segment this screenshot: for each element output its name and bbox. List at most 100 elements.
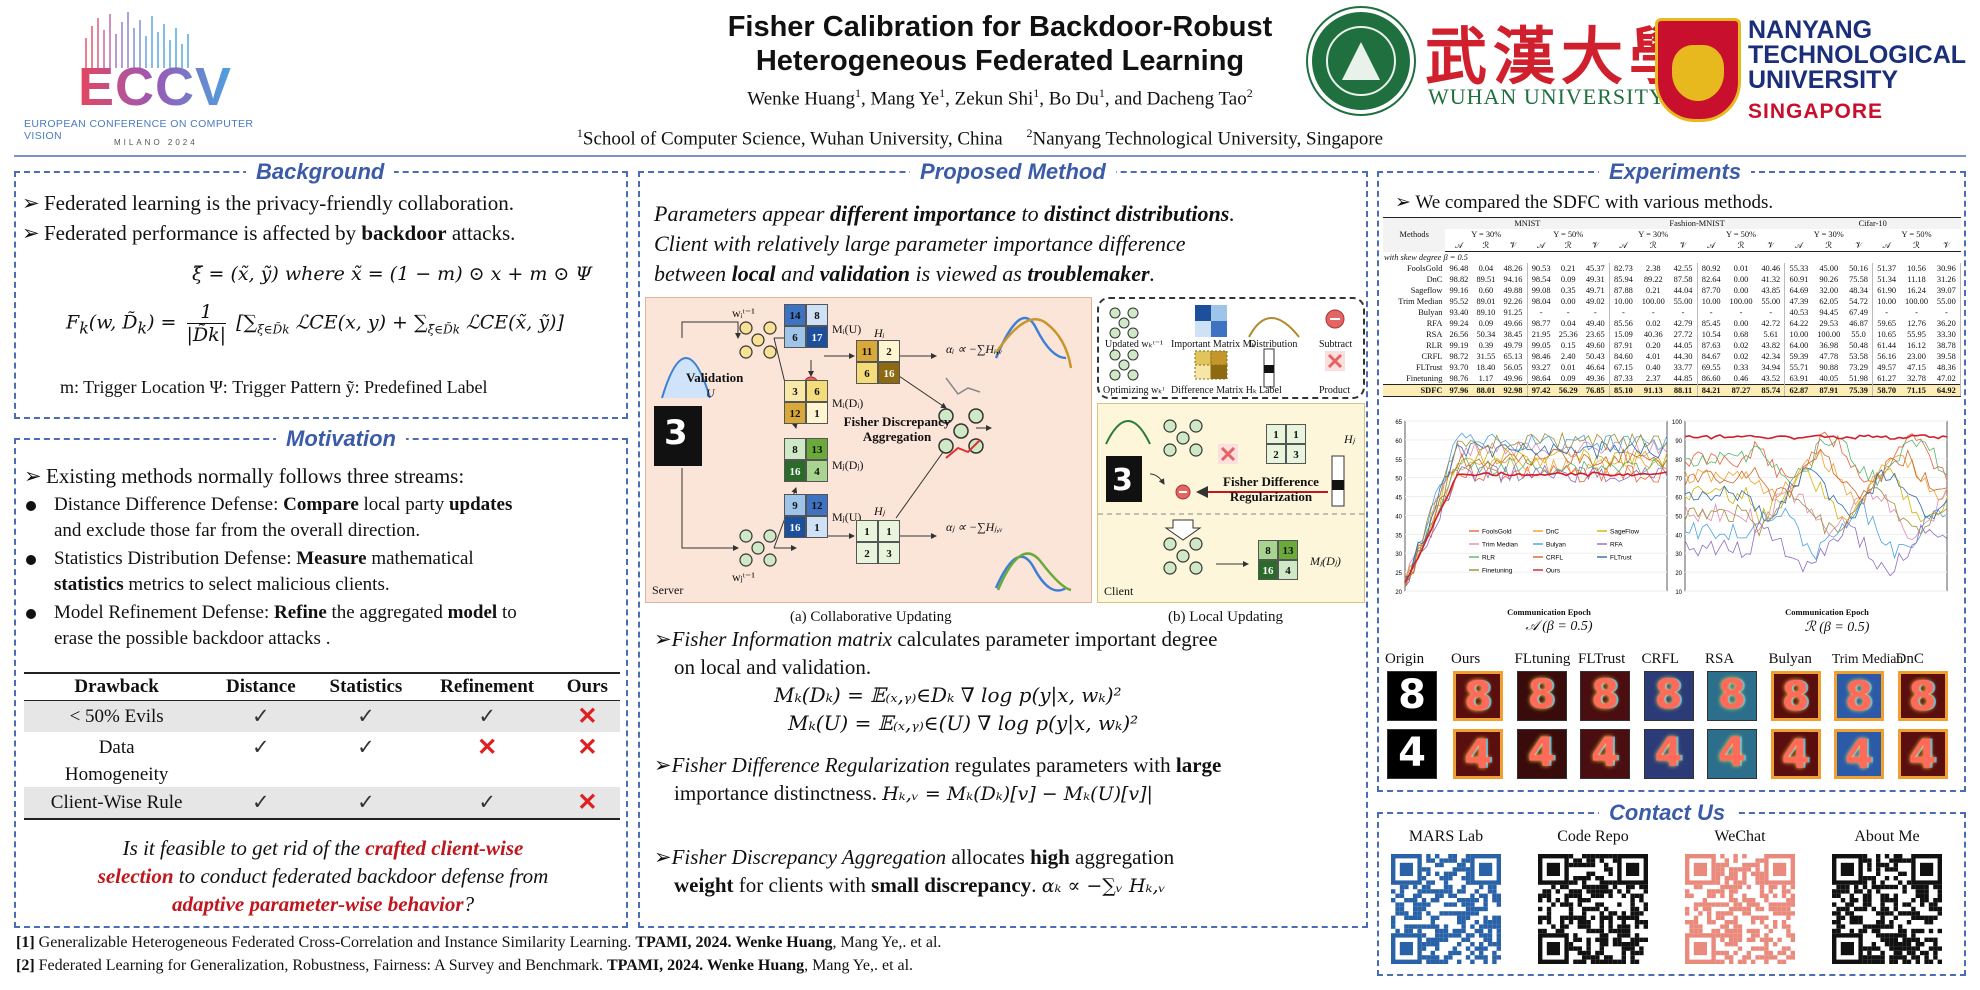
table-cell: 100.00	[1817, 330, 1841, 339]
author-affiliation-mark: 1	[1033, 86, 1040, 100]
metric-header: 𝒜	[1527, 240, 1555, 252]
table-cell: 64.22	[1789, 319, 1809, 328]
table-cell: 55.33	[1789, 264, 1809, 273]
table-cell: 50.48	[1844, 340, 1874, 351]
table-cell: 98.82	[1449, 275, 1469, 284]
qr-code-icon[interactable]	[1685, 854, 1795, 964]
motivation-title: Motivation	[276, 427, 406, 451]
table-cell: 23.00	[1907, 352, 1926, 361]
column-header: Refinement	[419, 672, 555, 701]
eq-fraction: 1 |D̃k|	[186, 301, 227, 346]
ratio-header: Υ = 30%	[1471, 230, 1502, 239]
intro-emphasis: local	[731, 261, 776, 286]
qr-code-icon[interactable]	[1538, 854, 1648, 964]
table-cell: ✓	[312, 732, 419, 763]
visualization-label: Trim Median	[1832, 651, 1904, 666]
table-cell: 61.27	[1877, 374, 1897, 383]
author-affiliation-mark: 2	[1246, 86, 1253, 100]
metric-header: 𝒱	[1581, 240, 1610, 252]
qr-code-icon[interactable]	[1832, 854, 1942, 964]
item-text: importance distinctness.	[674, 781, 883, 805]
dataset-header: Fashion-MNIST	[1609, 217, 1785, 229]
method-name: RLR	[1426, 341, 1443, 350]
qr-code-icon[interactable]	[1391, 854, 1501, 964]
table-cell: 99.16	[1449, 286, 1469, 295]
metric-header: 𝒜	[1872, 240, 1901, 252]
table-cell: 26.56	[1449, 330, 1469, 339]
item-title: Fisher Difference Regularization	[671, 753, 950, 777]
matrix-cell: 16	[784, 460, 806, 482]
table-cell: 87.70	[1701, 286, 1721, 295]
table-cell: ✕	[554, 787, 620, 820]
table-cell: 64.92	[1932, 384, 1961, 397]
heatmap-digit-image: 4	[1453, 729, 1503, 779]
affiliation: Nanyang Technological University, Singap…	[1032, 128, 1384, 150]
y-tick-label: 35	[1395, 533, 1402, 539]
table-cell: 38.45	[1499, 329, 1528, 340]
research-question: Is it feasible to get rid of the crafted…	[26, 834, 620, 918]
matrix-cell: 16	[1258, 560, 1278, 580]
author-affiliation-mark: 1	[939, 86, 946, 100]
table-row: Client-Wise Rule✓✓✓✕	[24, 787, 620, 820]
table-cell: -	[1932, 307, 1961, 318]
table-cell: 56.05	[1499, 362, 1528, 373]
table-cell: 0.60	[1478, 286, 1494, 295]
legend-icons	[1109, 305, 1345, 388]
column-header: Statistics	[312, 672, 420, 701]
metric-header: ℛ	[1472, 240, 1500, 252]
title-line-2: Heterogeneous Federated Learning	[755, 45, 1245, 77]
metric-header: ℛ	[1812, 240, 1845, 252]
item-emphasis: small discrepancy	[871, 873, 1032, 897]
method-name: DnC	[1426, 275, 1443, 284]
table-cell: 67.15	[1614, 363, 1633, 372]
metric-header: 𝒱	[1669, 240, 1698, 252]
table-row: Homogeneity	[24, 763, 620, 787]
table-cell: 42.34	[1757, 351, 1786, 362]
ratio-header: Υ = 50%	[1901, 230, 1932, 239]
table-cell: 87.58	[1669, 274, 1698, 285]
table-cell: 91.25	[1499, 307, 1528, 318]
table-cell: 49.57	[1877, 363, 1897, 372]
table-cell: 11.18	[1907, 275, 1926, 284]
table-cell: 46.87	[1844, 318, 1874, 329]
figure-legend: Updated wₖᵗ⁻¹ Important Matrix Mₖ Distri…	[1097, 297, 1365, 399]
table-cell: 40.05	[1819, 374, 1839, 383]
table-cell: 63.91	[1789, 374, 1809, 383]
table-cell: 94.16	[1499, 274, 1528, 285]
table-cell: 98.76	[1449, 374, 1469, 383]
plot-frame	[1684, 420, 1948, 592]
legend-entry: FoolsGold	[1482, 529, 1512, 536]
method-name: FoolsGold	[1407, 264, 1443, 273]
table-cell: 16.24	[1907, 286, 1926, 295]
table-cell: 93.70	[1449, 363, 1469, 372]
table-cell: 10.00	[1701, 297, 1721, 306]
y-tick-label: 60	[1675, 496, 1682, 502]
table-cell: 44.85	[1669, 373, 1698, 385]
item-text: and exclude those far from the overall d…	[54, 520, 421, 541]
table-cell: 82.73	[1614, 264, 1633, 273]
matrix-cell: 9	[784, 494, 806, 516]
table-cell: 0.00	[1733, 275, 1749, 284]
item-text: local party	[358, 494, 449, 515]
table-cell: 55.00	[1669, 296, 1698, 307]
table-cell: -	[1622, 308, 1625, 317]
table-cell: 99.19	[1449, 341, 1469, 350]
experiments-intro: ➢ We compared the SDFC with various meth…	[1395, 192, 1774, 213]
table-cell: 96.48	[1449, 264, 1469, 273]
legend-updated: Updated wₖᵗ⁻¹	[1105, 339, 1164, 350]
table-cell: 42.55	[1669, 263, 1698, 274]
matrix-cell: 4	[1278, 560, 1298, 580]
intro-emphasis: validation	[819, 261, 911, 286]
table-cell: 40.36	[1643, 330, 1663, 339]
table-cell: 39.58	[1932, 351, 1961, 362]
table-cell: 0.68	[1733, 330, 1749, 339]
contact-title: Contact Us	[1599, 801, 1736, 825]
aggregation-equation: αₖ ∝ −∑ᵥ Hₖ,ᵥ	[1041, 875, 1166, 897]
table-cell: -	[1539, 308, 1543, 317]
table-cell: 98.04	[1531, 297, 1551, 306]
table-cell: 92.98	[1499, 384, 1528, 397]
bullet-text: attacks.	[446, 221, 516, 245]
stream-item: Model Refinement Defense: Refine the agg…	[26, 600, 517, 652]
table-cell: 87.33	[1614, 374, 1633, 383]
